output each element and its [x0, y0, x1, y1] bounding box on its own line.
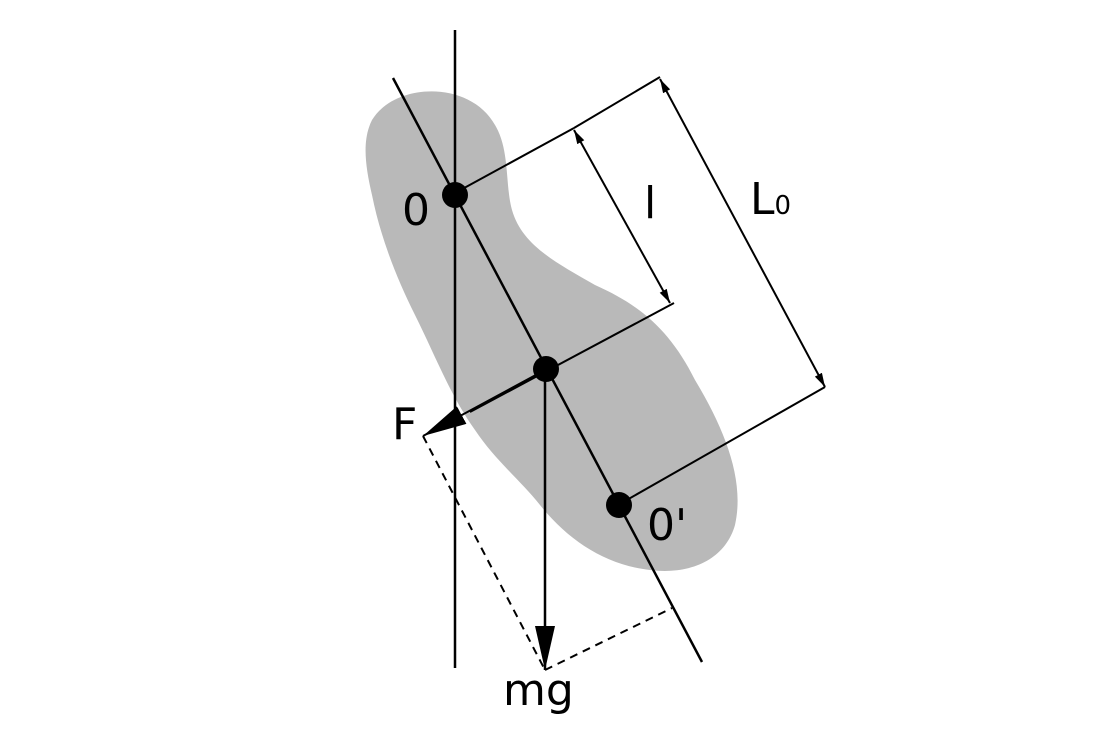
- label-reduced-length-letter: L: [750, 174, 775, 225]
- label-pivot: 0: [402, 185, 430, 236]
- label-distance-l: l: [644, 178, 656, 229]
- extension-line-pivot-l: [454, 127, 575, 194]
- extension-line-oscillation-center: [617, 386, 826, 506]
- label-force: F: [392, 399, 417, 450]
- extension-line-cm: [469, 302, 675, 413]
- oscillation-center-point: [606, 492, 632, 518]
- label-reduced-length: L0: [750, 174, 791, 225]
- decomposition-dash-right: [544, 607, 673, 671]
- extension-line-pivot-L0: [573, 76, 661, 129]
- center-of-mass-point: [533, 356, 559, 382]
- label-oscillation-center: 0': [647, 500, 687, 551]
- force-vector-F: [422, 369, 546, 437]
- decomposition-dash-left: [422, 435, 546, 671]
- label-weight: mg: [503, 665, 574, 716]
- rigid-body-shape: [365, 91, 738, 571]
- dimension-line-L0: [659, 78, 826, 388]
- label-reduced-length-subscript: 0: [775, 191, 792, 221]
- dimension-line-l: [573, 129, 671, 304]
- pivot-point: [442, 182, 468, 208]
